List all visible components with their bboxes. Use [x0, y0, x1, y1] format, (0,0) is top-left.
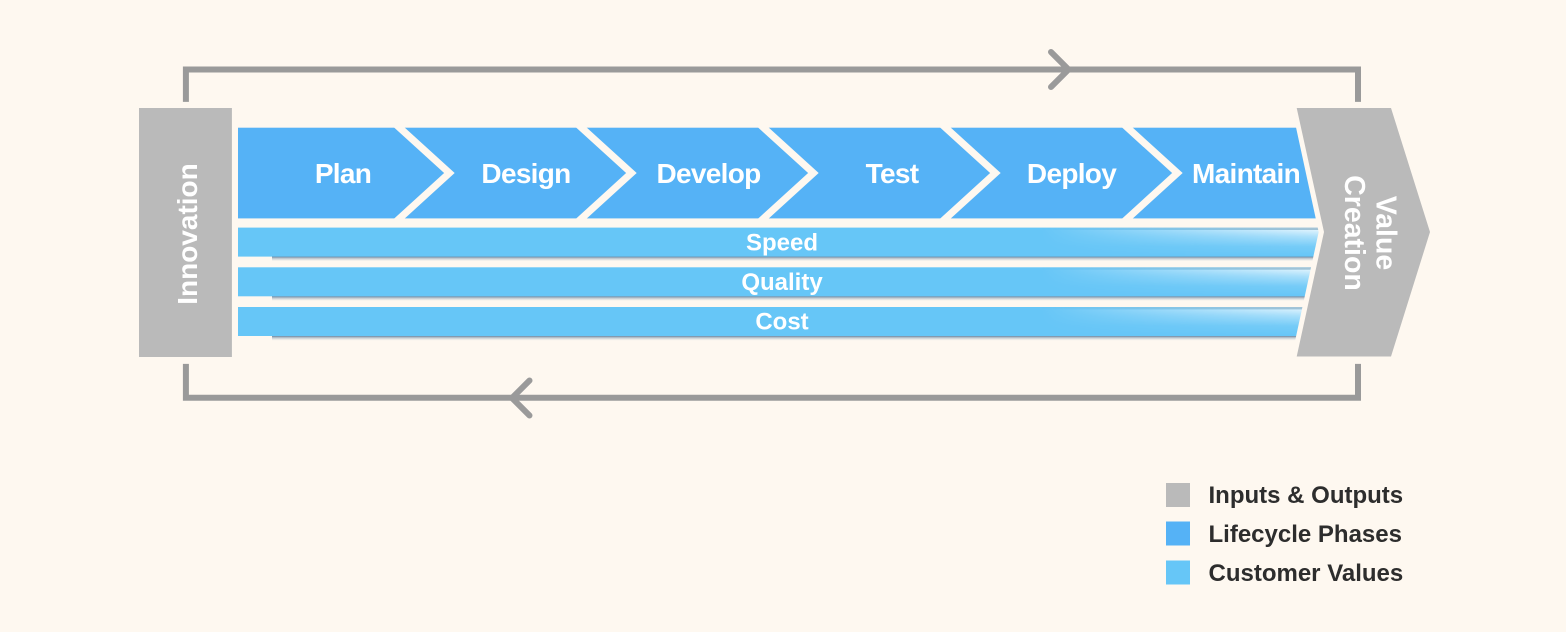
svg-text:Inputs & Outputs: Inputs & Outputs: [1209, 482, 1404, 509]
svg-text:Test: Test: [866, 158, 919, 189]
svg-text:Customer Values: Customer Values: [1209, 560, 1404, 587]
svg-text:Develop: Develop: [656, 158, 760, 189]
svg-text:Creation: Creation: [1338, 175, 1370, 291]
svg-text:Innovation: Innovation: [172, 163, 203, 305]
svg-text:Cost: Cost: [755, 309, 808, 336]
svg-text:Speed: Speed: [746, 229, 818, 256]
svg-text:Lifecycle Phases: Lifecycle Phases: [1209, 521, 1402, 548]
svg-text:Quality: Quality: [741, 269, 823, 296]
svg-text:Plan: Plan: [315, 158, 371, 189]
svg-text:Design: Design: [481, 158, 570, 189]
svg-text:Deploy: Deploy: [1027, 158, 1117, 189]
svg-text:Maintain: Maintain: [1192, 158, 1300, 189]
svg-text:Value: Value: [1370, 196, 1402, 270]
